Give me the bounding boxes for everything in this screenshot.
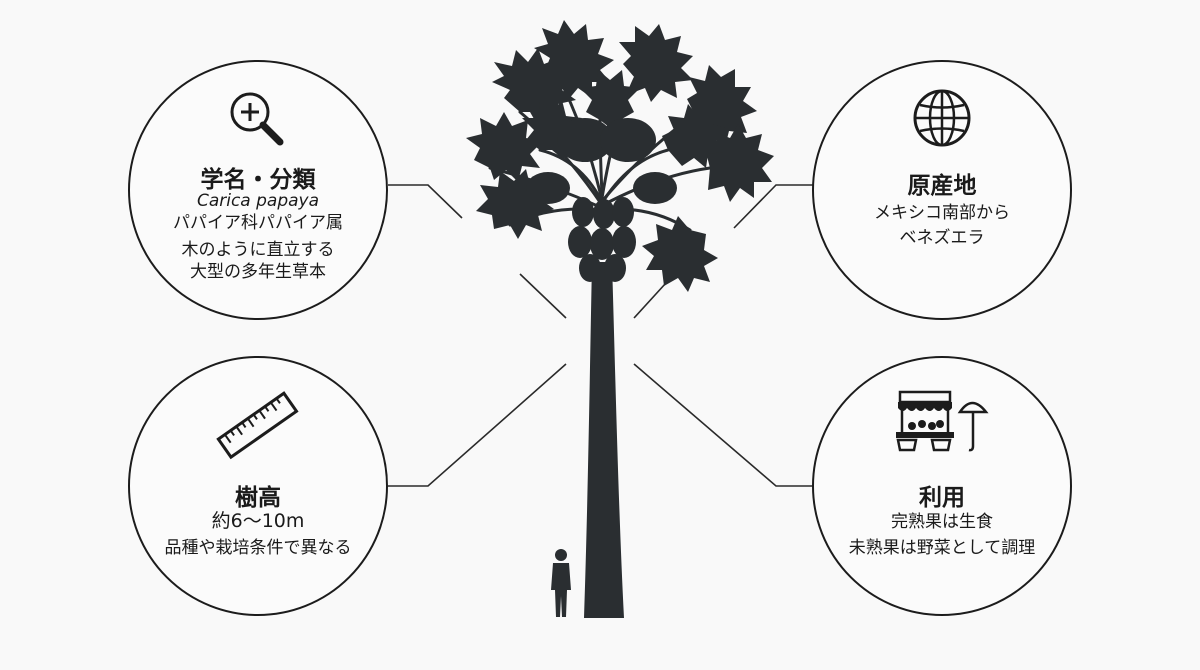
height-value: 約6〜10m (211, 510, 305, 532)
info-circle-origin: 原産地 メキシコ南部から ベネズエラ (812, 60, 1072, 320)
market-stall-icon (896, 390, 989, 452)
connector-bottom-right (633, 363, 816, 487)
height-note: 品種や栽培条件で異なる (164, 538, 352, 558)
usage-line-2: 未熟果は野菜として調理 (848, 538, 1036, 558)
info-circle-taxonomy: 学名・分類 Carica papaya パパイア科パパイア属 木のように直立する… (128, 60, 388, 320)
usage-line-1: 完熟果は生食 (891, 512, 993, 532)
origin-heading: 原産地 (907, 173, 977, 199)
growth-form-line-1: 木のように直立する (181, 240, 335, 260)
ruler-icon (216, 391, 299, 460)
connector-bottom-left (388, 363, 567, 487)
info-circle-usage: 利用 完熟果は生食 未熟果は野菜として調理 (812, 356, 1072, 616)
taxonomy-heading: 学名・分類 (200, 167, 316, 193)
connector-top-right (733, 184, 816, 229)
height-heading: 樹高 (235, 485, 281, 511)
leaves (466, 20, 774, 292)
person-silhouette (551, 549, 571, 617)
growth-form-line-2: 大型の多年生草本 (190, 262, 326, 282)
scientific-name: Carica papaya (196, 191, 320, 211)
papaya-tree (466, 20, 774, 618)
tree-trunk (584, 262, 624, 618)
globe-icon (913, 89, 971, 147)
magnifier-plus-icon (230, 92, 284, 146)
origin-line-1: メキシコ南部から (874, 203, 1010, 223)
family-genus: パパイア科パパイア属 (173, 213, 343, 233)
connector-top-left-lower (519, 273, 567, 319)
info-circle-height: 樹高 約6〜10m 品種や栽培条件で異なる (128, 356, 388, 616)
fruit-cluster (568, 197, 636, 282)
origin-line-2: ベネズエラ (899, 228, 985, 248)
usage-heading: 利用 (919, 485, 965, 511)
connector-top-left (388, 184, 463, 219)
